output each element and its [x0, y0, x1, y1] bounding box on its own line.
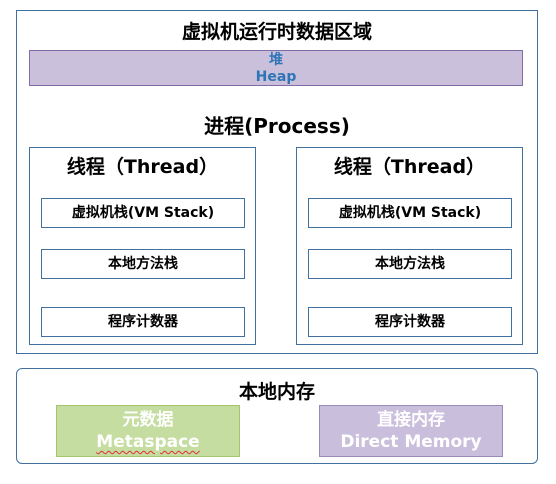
metaspace-label-cn: 元数据: [122, 410, 174, 430]
native-method-stack: 本地方法栈: [308, 249, 512, 279]
program-counter: 程序计数器: [41, 307, 245, 337]
heap-box: 堆 Heap: [29, 50, 523, 86]
process-label: 进程(Process): [204, 114, 350, 138]
metaspace-label-en: Metaspace: [57, 431, 239, 453]
thread-title: 线程（Thread）: [333, 156, 486, 178]
direct-memory-label-en: Direct Memory: [340, 432, 482, 452]
metaspace-box: 元数据 Metaspace: [56, 405, 240, 457]
vm-stack: 虚拟机栈(VM Stack): [308, 198, 512, 228]
metaspace-label-en-text: Metaspace: [96, 432, 200, 452]
heap-label-en: Heap: [255, 69, 297, 85]
heap-label-cn: 堆: [269, 52, 283, 68]
vm-stack: 虚拟机栈(VM Stack): [41, 198, 245, 228]
program-counter: 程序计数器: [308, 307, 512, 337]
direct-memory-box: 直接内存 Direct Memory: [319, 405, 503, 457]
thread-title: 线程（Thread）: [66, 156, 219, 178]
runtime-area-title: 虚拟机运行时数据区域: [181, 21, 372, 43]
native-memory-title: 本地内存: [238, 381, 315, 403]
direct-memory-label-cn: 直接内存: [377, 410, 445, 430]
native-method-stack: 本地方法栈: [41, 249, 245, 279]
thread-box-1: 线程（Thread） 虚拟机栈(VM Stack) 本地方法栈 程序计数器: [29, 147, 256, 345]
thread-box-2: 线程（Thread） 虚拟机栈(VM Stack) 本地方法栈 程序计数器: [296, 147, 523, 345]
